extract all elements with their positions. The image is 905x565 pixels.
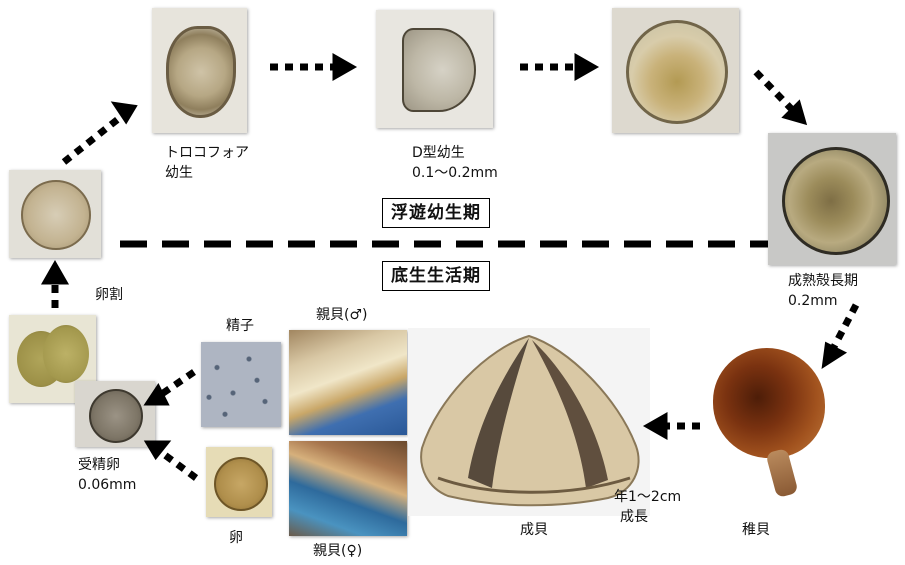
cleavage-label: 卵割: [95, 285, 123, 305]
maturation-label-line2: 0.2mm: [788, 291, 858, 311]
d-larva-label-line2: 0.1～0.2mm: [412, 163, 498, 183]
fertilized-egg-label-line1: 受精卵: [78, 455, 136, 475]
egg-label: 卵: [229, 528, 243, 548]
fertilized-egg-label: 受精卵 0.06mm: [78, 455, 136, 495]
parent-male-label: 親貝(♂): [316, 305, 367, 325]
parent-female-label: 親貝(♀): [313, 541, 362, 561]
trochophore-label-line2: 幼生: [165, 163, 249, 183]
juvenile-label: 稚貝: [742, 520, 770, 540]
maturation-label: 成熟殻長期 0.2mm: [788, 271, 858, 311]
adult-label: 成貝: [520, 520, 548, 540]
trochophore-label-line1: トロコフォア: [165, 143, 249, 163]
growth-label-line2: 成長: [614, 507, 681, 527]
planktonic-phase-label: 浮遊幼生期: [382, 198, 490, 228]
growth-label: 年1～2cm 成長: [614, 487, 681, 527]
trochophore-label: トロコフォア 幼生: [165, 143, 249, 183]
d-larva-label-line1: D型幼生: [412, 143, 498, 163]
fertilized-egg-label-line2: 0.06mm: [78, 475, 136, 495]
benthic-phase-label: 底生生活期: [382, 261, 490, 291]
d-larva-label: D型幼生 0.1～0.2mm: [412, 143, 498, 183]
sperm-label: 精子: [226, 316, 254, 336]
maturation-label-line1: 成熟殻長期: [788, 271, 858, 291]
growth-label-line1: 年1～2cm: [614, 487, 681, 507]
